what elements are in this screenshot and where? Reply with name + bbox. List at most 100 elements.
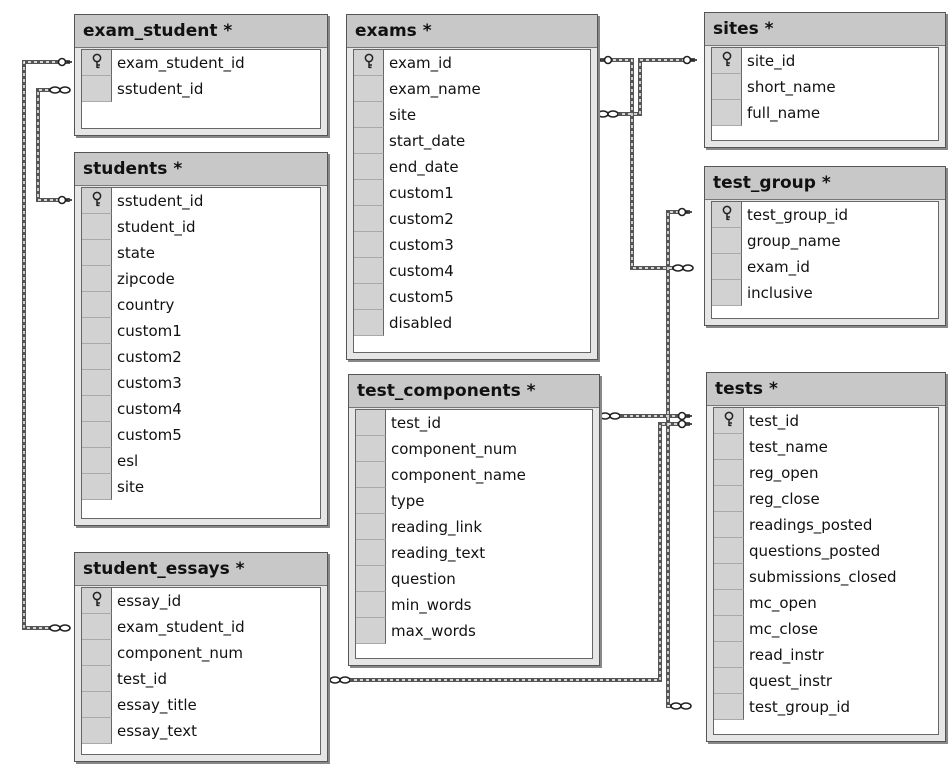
column-row[interactable]: custom5 xyxy=(82,422,320,448)
table-title[interactable]: test_components * xyxy=(349,375,599,408)
table-title[interactable]: tests * xyxy=(707,373,945,406)
column-row[interactable]: exam_name xyxy=(354,76,590,102)
column-row[interactable]: exam_student_id xyxy=(82,614,320,640)
row-selector[interactable] xyxy=(356,488,386,514)
row-selector[interactable] xyxy=(356,566,386,592)
column-row[interactable]: questions_posted xyxy=(714,538,938,564)
column-row[interactable]: custom4 xyxy=(82,396,320,422)
column-row[interactable]: start_date xyxy=(354,128,590,154)
row-selector[interactable] xyxy=(82,344,112,370)
row-selector[interactable] xyxy=(82,214,112,240)
row-selector[interactable] xyxy=(356,462,386,488)
row-selector[interactable] xyxy=(354,128,384,154)
column-row[interactable]: custom4 xyxy=(354,258,590,284)
column-row[interactable]: reading_text xyxy=(356,540,592,566)
row-selector[interactable] xyxy=(82,76,112,102)
column-row[interactable]: test_id xyxy=(714,408,938,434)
row-selector[interactable] xyxy=(354,258,384,284)
row-selector[interactable] xyxy=(712,228,742,254)
column-row[interactable]: student_id xyxy=(82,214,320,240)
table-title[interactable]: students * xyxy=(75,153,327,186)
column-row[interactable]: group_name xyxy=(712,228,938,254)
column-row[interactable]: max_words xyxy=(356,618,592,644)
column-row[interactable]: quest_instr xyxy=(714,668,938,694)
column-row[interactable]: zipcode xyxy=(82,266,320,292)
column-row[interactable]: reg_open xyxy=(714,460,938,486)
column-row[interactable]: custom3 xyxy=(82,370,320,396)
row-selector[interactable] xyxy=(82,718,112,744)
row-selector[interactable] xyxy=(354,206,384,232)
column-row[interactable]: custom5 xyxy=(354,284,590,310)
column-row[interactable]: essay_title xyxy=(82,692,320,718)
row-selector[interactable] xyxy=(712,74,742,100)
row-selector[interactable] xyxy=(714,434,744,460)
row-selector[interactable] xyxy=(354,180,384,206)
column-row[interactable]: mc_open xyxy=(714,590,938,616)
table-title[interactable]: student_essays * xyxy=(75,553,327,586)
column-row[interactable]: site_id xyxy=(712,48,938,74)
column-row[interactable]: component_num xyxy=(82,640,320,666)
row-selector[interactable] xyxy=(712,100,742,126)
column-row[interactable]: site xyxy=(354,102,590,128)
column-row[interactable]: test_id xyxy=(82,666,320,692)
column-row[interactable]: short_name xyxy=(712,74,938,100)
row-selector[interactable] xyxy=(356,436,386,462)
row-selector[interactable] xyxy=(714,408,744,434)
column-row[interactable]: test_id xyxy=(356,410,592,436)
row-selector[interactable] xyxy=(82,640,112,666)
row-selector[interactable] xyxy=(714,642,744,668)
row-selector[interactable] xyxy=(82,266,112,292)
row-selector[interactable] xyxy=(712,48,742,74)
row-selector[interactable] xyxy=(82,692,112,718)
row-selector[interactable] xyxy=(82,292,112,318)
row-selector[interactable] xyxy=(354,310,384,336)
row-selector[interactable] xyxy=(82,50,112,76)
column-row[interactable]: test_group_id xyxy=(712,202,938,228)
column-row[interactable]: submissions_closed xyxy=(714,564,938,590)
column-row[interactable]: exam_id xyxy=(354,50,590,76)
row-selector[interactable] xyxy=(714,538,744,564)
row-selector[interactable] xyxy=(714,694,744,720)
column-row[interactable]: disabled xyxy=(354,310,590,336)
row-selector[interactable] xyxy=(354,76,384,102)
row-selector[interactable] xyxy=(354,154,384,180)
row-selector[interactable] xyxy=(82,614,112,640)
row-selector[interactable] xyxy=(82,666,112,692)
row-selector[interactable] xyxy=(82,370,112,396)
column-row[interactable]: end_date xyxy=(354,154,590,180)
row-selector[interactable] xyxy=(356,540,386,566)
row-selector[interactable] xyxy=(82,474,112,500)
column-row[interactable]: reg_close xyxy=(714,486,938,512)
table-title[interactable]: sites * xyxy=(705,13,945,46)
column-row[interactable]: country xyxy=(82,292,320,318)
column-row[interactable]: custom1 xyxy=(354,180,590,206)
row-selector[interactable] xyxy=(82,188,112,214)
column-row[interactable]: custom3 xyxy=(354,232,590,258)
row-selector[interactable] xyxy=(82,422,112,448)
row-selector[interactable] xyxy=(714,512,744,538)
row-selector[interactable] xyxy=(82,396,112,422)
row-selector[interactable] xyxy=(354,284,384,310)
row-selector[interactable] xyxy=(714,668,744,694)
column-row[interactable]: min_words xyxy=(356,592,592,618)
column-row[interactable]: read_instr xyxy=(714,642,938,668)
column-row[interactable]: custom2 xyxy=(82,344,320,370)
row-selector[interactable] xyxy=(356,514,386,540)
row-selector[interactable] xyxy=(714,460,744,486)
column-row[interactable]: sstudent_id xyxy=(82,76,320,102)
column-row[interactable]: component_num xyxy=(356,436,592,462)
row-selector[interactable] xyxy=(714,590,744,616)
column-row[interactable]: essay_text xyxy=(82,718,320,744)
column-row[interactable]: test_group_id xyxy=(714,694,938,720)
column-row[interactable]: inclusive xyxy=(712,280,938,306)
row-selector[interactable] xyxy=(354,102,384,128)
column-row[interactable]: question xyxy=(356,566,592,592)
column-row[interactable]: reading_link xyxy=(356,514,592,540)
